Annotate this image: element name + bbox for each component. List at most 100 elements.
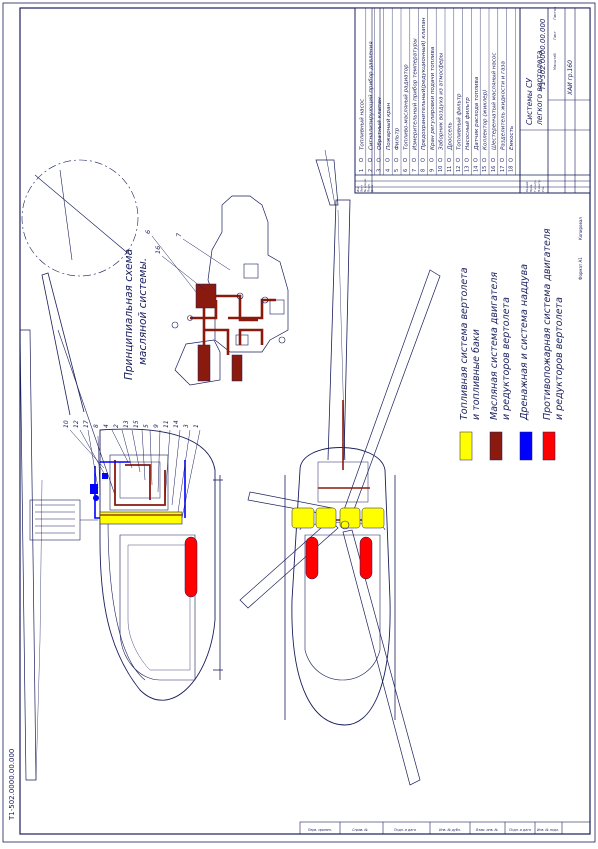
part-symbol	[429, 157, 434, 163]
role-label: Т.контр.	[533, 180, 537, 193]
code-rotated: Т1-502.0000.00.000	[8, 749, 16, 821]
part-name: Топливный насос	[360, 99, 366, 150]
part-name: Шестеренчатый масляный насос	[492, 53, 498, 150]
part-name: Топливо-масляный радиатор	[404, 64, 410, 150]
part-number: 14	[473, 166, 479, 172]
part-number: 8	[421, 169, 427, 172]
side-callout: 17	[83, 420, 90, 428]
side-callout: 9	[153, 424, 160, 428]
fire-bottle-top-1	[305, 536, 319, 580]
stamp-label: Подп.	[367, 183, 371, 192]
stamp-column-label: Инв. № подл.	[537, 828, 559, 832]
scheme-title-1: Принципиальная схема	[123, 249, 135, 380]
part-number: 4	[385, 169, 391, 172]
part-number: 9	[429, 169, 435, 172]
legend-label-2: и топливные баки	[471, 329, 482, 420]
fuel-tank-side	[99, 511, 183, 525]
scheme-callout: 7	[175, 232, 183, 237]
stamp-label: Лист	[360, 185, 364, 192]
drawing-title-1: Системы СУ	[525, 78, 534, 125]
part-number: 10	[438, 166, 444, 172]
fuel-tank-top-4	[361, 507, 385, 529]
scheme-callout: 6	[144, 230, 152, 234]
part-name: Топливный фильтр	[456, 93, 462, 150]
part-name: Сигнализирующий прибор давления	[368, 41, 374, 150]
part-name: Дроссель	[448, 122, 454, 151]
part-symbol	[402, 157, 408, 163]
stamp-column-label: Перв. примен.	[308, 828, 332, 832]
role-label: Утв.	[541, 186, 545, 192]
top-rotor-blade	[337, 209, 346, 461]
part-symbol	[367, 157, 372, 163]
fire-bottle-side	[184, 536, 198, 598]
fire-bottle-top-2	[359, 536, 373, 580]
side-callout: 2	[113, 424, 120, 428]
role-label: Н.контр.	[537, 179, 541, 192]
part-name: Фильтр	[395, 127, 401, 150]
part-name: Обратный клапан	[377, 97, 383, 150]
part-symbol	[482, 157, 487, 163]
part-number: 7	[412, 169, 418, 172]
part-name: Разделитель жидкости и газа	[500, 61, 506, 150]
part-symbol	[385, 157, 390, 163]
copied-label: Копировал	[578, 217, 583, 240]
side-callout: 10	[63, 420, 70, 428]
sheet-label: Лист	[553, 31, 557, 40]
part-symbol	[411, 157, 416, 163]
part-number: 5	[394, 169, 400, 172]
part-number: 18	[509, 166, 515, 172]
drawing-title-2: легкого вертолета	[535, 50, 544, 126]
format-label: Формат А1	[578, 257, 583, 280]
stamp-column-label: Взам. инв. №	[476, 828, 498, 832]
oil-radiator	[195, 283, 217, 309]
part-number: 13	[465, 166, 471, 172]
part-symbol	[464, 157, 469, 163]
side-callout: 15	[133, 420, 140, 428]
part-symbol	[420, 157, 425, 163]
legend-label: Масляная система двигателя	[489, 272, 500, 420]
role-label: Разраб.	[525, 181, 529, 192]
drawing-code: Т1-502.0000.00.000	[539, 18, 547, 90]
stamp-label: № докум.	[363, 178, 367, 192]
stamp-label: Дата	[370, 184, 374, 192]
part-number: 17	[500, 166, 506, 172]
part-symbol	[394, 157, 399, 163]
oil-tank-2	[231, 354, 243, 382]
legend-swatch	[459, 431, 473, 461]
part-number: 2	[368, 169, 374, 172]
stamp-column-label: Инв. № дубл.	[439, 828, 461, 832]
legend-label: Топливная система вертолета	[459, 267, 470, 420]
part-symbol	[358, 157, 364, 163]
role-label: Пров.	[529, 184, 533, 192]
legend-label-2: и редукторов вертолета	[501, 297, 512, 420]
part-symbol	[490, 157, 496, 163]
part-symbol	[508, 157, 513, 163]
part-number: 16	[491, 166, 497, 172]
part-number: 6	[403, 169, 409, 172]
fuel-tank-top-3	[339, 507, 361, 529]
legend-label: Дренажная и система наддува	[519, 264, 530, 421]
side-callout: 1	[193, 424, 200, 428]
part-name: Насосный фильтр	[465, 97, 471, 150]
legend-label: Противопожарная система двигателя	[542, 228, 553, 420]
part-name: Кран регулировки подачи топлива	[430, 46, 436, 150]
part-name: Предохранительный(редукционный) клапан	[421, 17, 427, 150]
part-number: 15	[482, 166, 488, 172]
scheme-title-2: масляной системы.	[137, 258, 149, 365]
part-symbol	[473, 157, 478, 163]
part-name: Измерительный прибор температуры	[412, 38, 418, 150]
part-symbol	[446, 157, 452, 163]
part-name: Коллектор (жиклер)	[483, 90, 489, 150]
part-symbol	[455, 157, 460, 163]
side-callout: 4	[103, 424, 110, 428]
part-number: 12	[456, 166, 462, 172]
side-callout: 14	[173, 420, 180, 428]
organization: ХАИ гр.160	[567, 60, 574, 96]
legend-swatch	[542, 431, 556, 461]
stamp-column-label: Подп. и дата	[509, 828, 531, 832]
